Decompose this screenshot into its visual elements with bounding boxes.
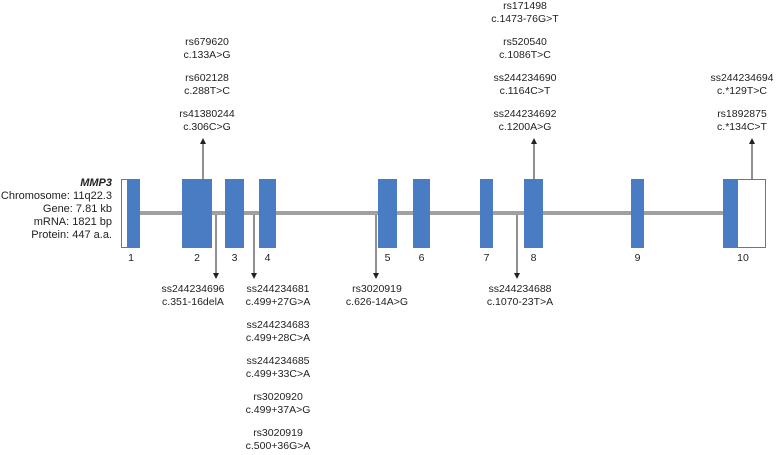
exon-number-2: 2 bbox=[194, 252, 200, 264]
variant-change: c.*134C>T bbox=[717, 121, 767, 133]
chromosome-label: Chromosome: 11q22.3 bbox=[0, 190, 112, 202]
variant-change: c.306C>G bbox=[183, 121, 231, 133]
variant-change: c.*129T>C bbox=[717, 85, 767, 97]
variant-change: c.499+27G>A bbox=[245, 296, 311, 308]
variant-id: rs1892875 bbox=[717, 108, 767, 120]
variant-change: c.1086T>C bbox=[499, 49, 551, 61]
exon-9 bbox=[631, 179, 644, 248]
variant-id: rs3020920 bbox=[253, 391, 303, 403]
exon-10-utr bbox=[737, 179, 766, 248]
variant-change: c.1070-23T>A bbox=[486, 296, 554, 308]
exon-number-7: 7 bbox=[483, 252, 490, 264]
mrna-label: mRNA: 1821 bp bbox=[33, 216, 112, 228]
variant-change: c.288T>C bbox=[184, 85, 230, 97]
variant-change: c.499+28C>A bbox=[245, 332, 311, 344]
variant-id: rs41380244 bbox=[179, 108, 235, 120]
variant-id: ss244234696 bbox=[161, 283, 225, 295]
variant-change: c.499+37A>G bbox=[245, 404, 311, 416]
variant-change: c.500+36G>A bbox=[245, 440, 311, 452]
exon-number-1: 1 bbox=[128, 252, 134, 264]
exon-number-5: 5 bbox=[384, 252, 391, 264]
variant-id: ss244234683 bbox=[246, 319, 310, 331]
variant-id: ss244234690 bbox=[493, 72, 557, 84]
gene-name: MMP3 bbox=[80, 177, 112, 189]
exon-7 bbox=[480, 179, 493, 248]
variant-id: rs171498 bbox=[503, 0, 547, 12]
exon-1 bbox=[128, 179, 140, 248]
exon-8 bbox=[524, 179, 543, 248]
variant-id: ss244234685 bbox=[246, 355, 310, 367]
variant-id: rs520540 bbox=[503, 36, 547, 48]
exon-1-utr bbox=[121, 179, 128, 248]
variant-id: rs3020919 bbox=[352, 283, 402, 295]
exon-number-3: 3 bbox=[231, 252, 238, 264]
variant-id: rs679620 bbox=[185, 36, 229, 48]
variant-id: ss244234681 bbox=[246, 283, 310, 295]
variant-change: c.351-16delA bbox=[162, 296, 224, 308]
gene-size-label: Gene: 7.81 kb bbox=[42, 203, 112, 215]
exon-4 bbox=[259, 179, 276, 248]
exon-6 bbox=[413, 179, 430, 248]
variant-id: rs3020919 bbox=[253, 427, 303, 439]
exon-number-6: 6 bbox=[418, 252, 425, 264]
variant-change: c.1164C>T bbox=[499, 85, 551, 97]
exon-2 bbox=[182, 179, 212, 248]
variant-id: ss244234692 bbox=[493, 108, 557, 120]
variant-id: rs602128 bbox=[185, 72, 229, 84]
exon-10 bbox=[723, 179, 737, 248]
gene-info-panel: MMP3 Chromosome: 11q22.3 Gene: 7.81 kb m… bbox=[0, 177, 112, 242]
variant-change: c.626-14A>G bbox=[345, 296, 409, 308]
exon-5 bbox=[378, 179, 397, 248]
variant-change: c.133A>G bbox=[183, 49, 231, 61]
variant-change: c.1200A>G bbox=[498, 121, 552, 133]
variant-id: ss244234688 bbox=[488, 283, 552, 295]
exon-number-4: 4 bbox=[264, 252, 271, 264]
exon-number-10: 10 bbox=[737, 252, 749, 264]
variant-change: c.499+33C>A bbox=[245, 368, 311, 380]
exon-number-9: 9 bbox=[634, 252, 641, 264]
variant-change: c.1473-76G>T bbox=[491, 13, 559, 25]
exon-number-8: 8 bbox=[530, 252, 537, 264]
variant-id: ss244234694 bbox=[710, 72, 774, 84]
exon-3 bbox=[225, 179, 244, 248]
protein-label: Protein: 447 a.a. bbox=[31, 229, 112, 241]
